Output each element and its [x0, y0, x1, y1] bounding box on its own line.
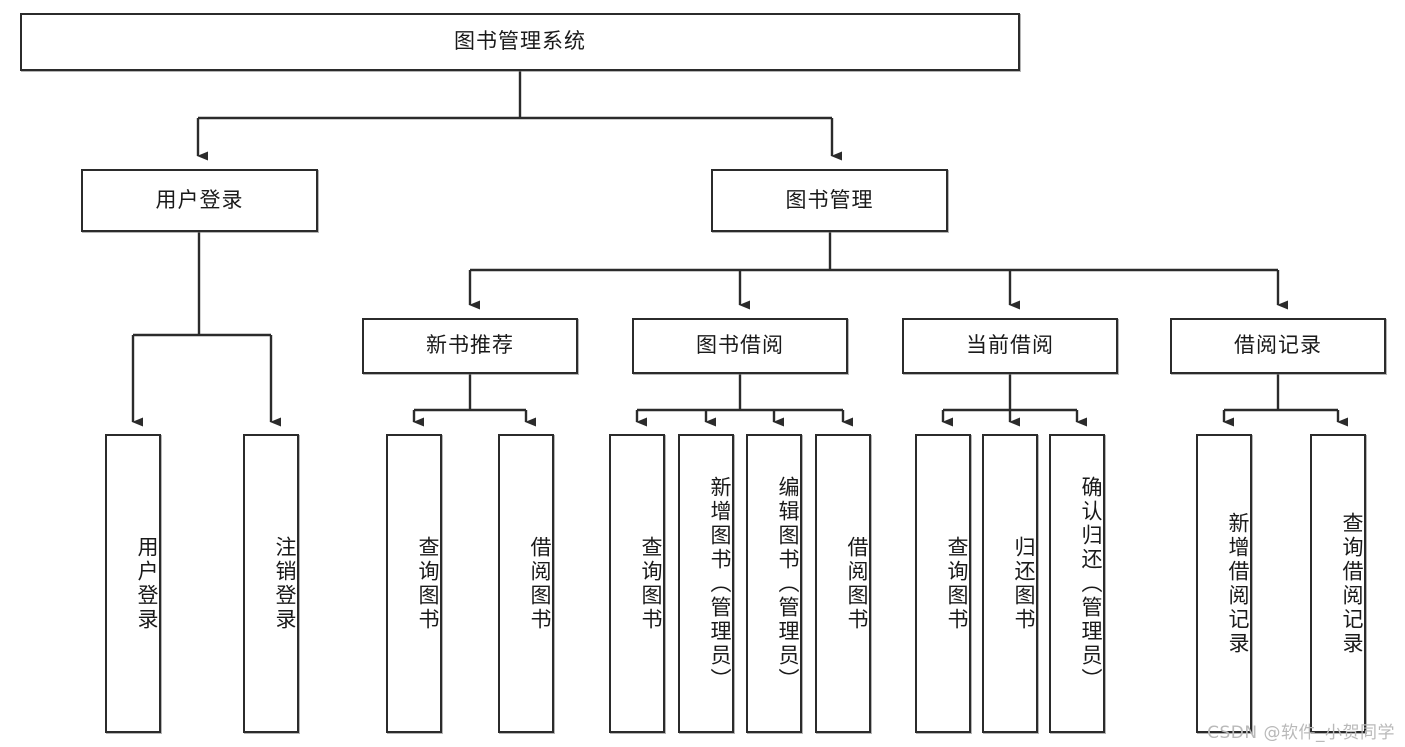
node-label: 借阅记录: [1234, 333, 1322, 358]
node-borrow-record[interactable]: 借阅记录: [1170, 318, 1386, 374]
node-label: 注销登录: [273, 535, 297, 632]
node-book-management[interactable]: 图书管理: [711, 169, 948, 232]
leaf-query-book-recommend[interactable]: 查询图书: [386, 434, 442, 733]
leaf-add-book-admin[interactable]: 新增图书（管理员）: [678, 434, 734, 733]
node-current-borrow[interactable]: 当前借阅: [902, 318, 1118, 374]
node-label: 当前借阅: [966, 333, 1054, 358]
node-label: 借阅图书: [528, 535, 552, 632]
leaf-add-borrow-record[interactable]: 新增借阅记录: [1196, 434, 1252, 733]
node-user-login[interactable]: 用户登录: [81, 169, 318, 232]
leaf-confirm-return-admin[interactable]: 确认归还（管理员）: [1049, 434, 1105, 733]
leaf-query-borrow-record[interactable]: 查询借阅记录: [1310, 434, 1366, 733]
node-label: 新增图书（管理员）: [708, 475, 732, 692]
node-label: 查询借阅记录: [1340, 511, 1364, 656]
node-label: 确认归还（管理员）: [1079, 475, 1103, 692]
leaf-query-book-current[interactable]: 查询图书: [915, 434, 971, 733]
leaf-edit-book-admin[interactable]: 编辑图书（管理员）: [746, 434, 802, 733]
node-label: 查询图书: [416, 535, 440, 632]
node-label: 归还图书: [1012, 535, 1036, 632]
leaf-borrow-book[interactable]: 借阅图书: [815, 434, 871, 733]
leaf-return-book[interactable]: 归还图书: [982, 434, 1038, 733]
leaf-user-login[interactable]: 用户登录: [105, 434, 161, 733]
leaf-borrow-book-recommend[interactable]: 借阅图书: [498, 434, 554, 733]
node-label: 新增借阅记录: [1226, 511, 1250, 656]
node-label: 图书借阅: [696, 333, 784, 358]
node-root-system[interactable]: 图书管理系统: [20, 13, 1020, 71]
node-label: 借阅图书: [845, 535, 869, 632]
node-new-book-recommend[interactable]: 新书推荐: [362, 318, 578, 374]
node-label: 查询图书: [639, 535, 663, 632]
node-label: 查询图书: [945, 535, 969, 632]
node-label: 编辑图书（管理员）: [776, 475, 800, 692]
watermark: CSDN @软件_小贺同学: [1207, 723, 1395, 743]
node-label: 图书管理系统: [454, 29, 586, 54]
node-label: 新书推荐: [426, 333, 514, 358]
leaf-query-book-borrow[interactable]: 查询图书: [609, 434, 665, 733]
node-book-borrow[interactable]: 图书借阅: [632, 318, 848, 374]
node-label: 用户登录: [135, 535, 159, 632]
leaf-logout[interactable]: 注销登录: [243, 434, 299, 733]
node-label: 图书管理: [785, 187, 874, 212]
node-label: 用户登录: [155, 187, 244, 212]
